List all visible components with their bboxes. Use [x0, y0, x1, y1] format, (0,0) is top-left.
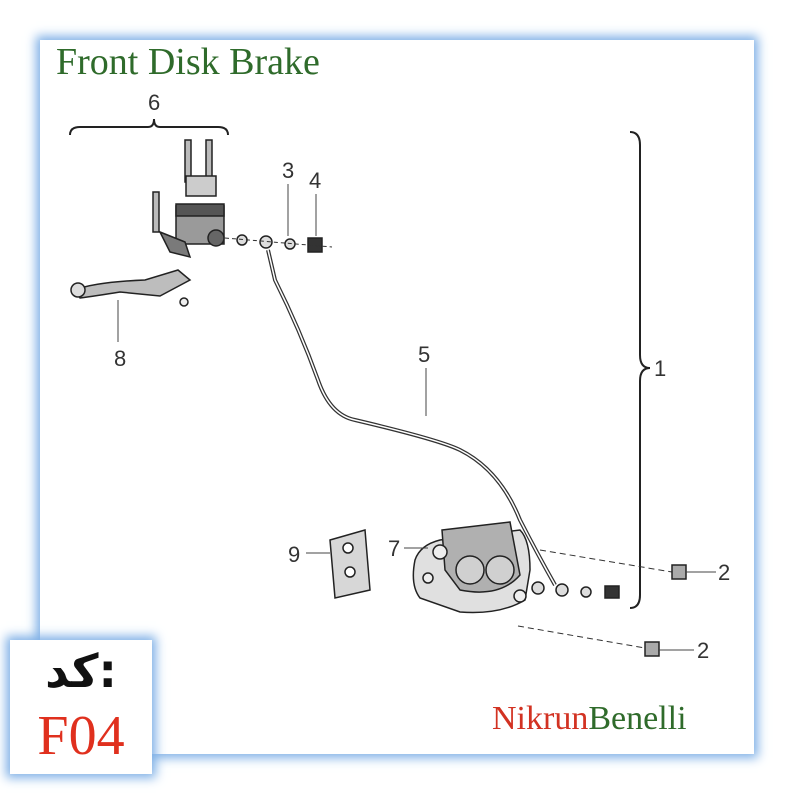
callout-3: 3	[282, 158, 294, 183]
brake-lever-part	[70, 269, 192, 307]
callout-6: 6	[148, 90, 160, 115]
brand-label: NikrunBenelli	[492, 700, 687, 738]
callout-4: 4	[309, 168, 321, 193]
code-box: کد: F04	[10, 640, 152, 774]
master-cylinder-part	[152, 139, 225, 259]
callout-8: 8	[114, 346, 126, 371]
group-6-brace	[69, 118, 229, 136]
callout-2-upper: 2	[718, 560, 730, 585]
group-1-brace	[629, 131, 651, 609]
callout-2-lower: 2	[697, 638, 709, 663]
washers-and-bolt-part	[224, 234, 333, 253]
callout-1: 1	[654, 356, 666, 381]
mounting-bolts-part	[517, 549, 687, 657]
callout-9: 9	[288, 542, 300, 567]
brake-pads-part	[329, 529, 371, 599]
caliper-banjo-bolt-part	[531, 581, 620, 599]
code-value: F04	[37, 705, 125, 767]
code-label: کد:	[45, 644, 117, 698]
callout-7: 7	[388, 536, 400, 561]
diagram-frame	[40, 40, 754, 754]
diagram-title: Front Disk Brake	[56, 41, 320, 83]
callout-leaders	[117, 184, 716, 651]
brand-part2: Benelli	[588, 700, 687, 737]
callout-5: 5	[418, 342, 430, 367]
brake-caliper-part	[412, 521, 531, 614]
brand-part1: Nikrun	[492, 700, 589, 737]
